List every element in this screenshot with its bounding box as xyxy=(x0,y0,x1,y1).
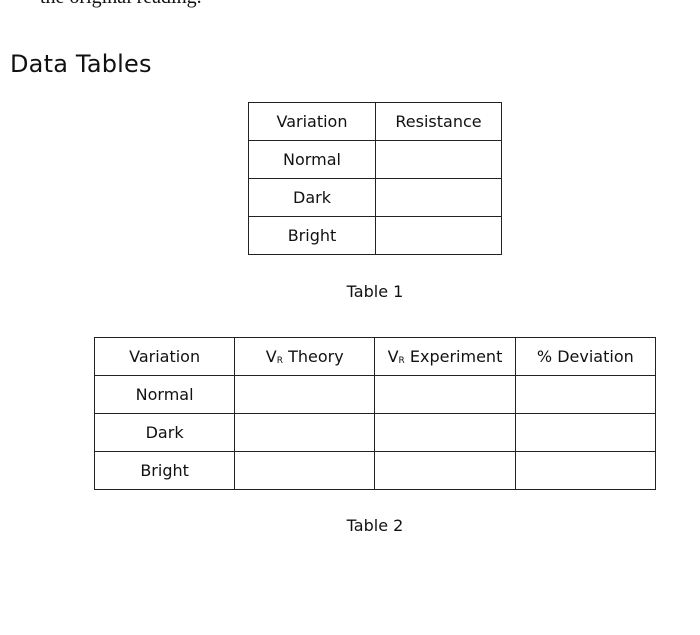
table-1-caption: Table 1 xyxy=(346,282,404,301)
table-row: Bright xyxy=(248,216,502,255)
empty-cell xyxy=(234,375,376,414)
empty-cell xyxy=(514,375,657,414)
r-subscript: R xyxy=(398,356,405,366)
table-2-caption: Table 2 xyxy=(346,516,404,535)
table-row: Dark xyxy=(93,413,657,452)
table-1: Variation Resistance Normal Dark Bright xyxy=(248,102,502,255)
empty-cell xyxy=(234,413,376,452)
section-title: Data Tables xyxy=(10,50,152,78)
table-row: Normal xyxy=(93,375,657,414)
row-label: Bright xyxy=(248,216,376,255)
header-vr-theory: VR Theory xyxy=(234,337,376,376)
empty-cell xyxy=(374,413,516,452)
header-resistance: Resistance xyxy=(375,102,502,141)
header-text: Experiment xyxy=(409,347,503,366)
row-label: Normal xyxy=(248,140,376,179)
empty-cell xyxy=(375,178,502,217)
header-deviation: % Deviation xyxy=(514,337,657,376)
table-row: Normal xyxy=(248,140,502,179)
empty-cell xyxy=(514,451,657,490)
v-symbol: V xyxy=(265,347,277,366)
v-symbol: V xyxy=(387,347,399,366)
row-label: Dark xyxy=(248,178,376,217)
table-header-row: Variation Resistance xyxy=(248,102,502,141)
header-variation: Variation xyxy=(248,102,376,141)
cut-off-text: the original reading. xyxy=(40,0,202,9)
empty-cell xyxy=(374,375,516,414)
table-row: Bright xyxy=(93,451,657,490)
r-subscript: R xyxy=(276,356,283,366)
row-label: Normal xyxy=(93,375,236,414)
empty-cell xyxy=(375,216,502,255)
table-2: Variation VR Theory VR Experiment % Devi… xyxy=(93,337,657,490)
table-row: Dark xyxy=(248,178,502,217)
empty-cell xyxy=(375,140,502,179)
header-variation: Variation xyxy=(93,337,236,376)
empty-cell xyxy=(514,413,657,452)
table-header-row: Variation VR Theory VR Experiment % Devi… xyxy=(93,337,657,376)
header-vr-experiment: VR Experiment xyxy=(374,337,516,376)
row-label: Bright xyxy=(93,451,236,490)
empty-cell xyxy=(234,451,376,490)
empty-cell xyxy=(374,451,516,490)
header-text: Theory xyxy=(288,347,344,366)
row-label: Dark xyxy=(93,413,236,452)
